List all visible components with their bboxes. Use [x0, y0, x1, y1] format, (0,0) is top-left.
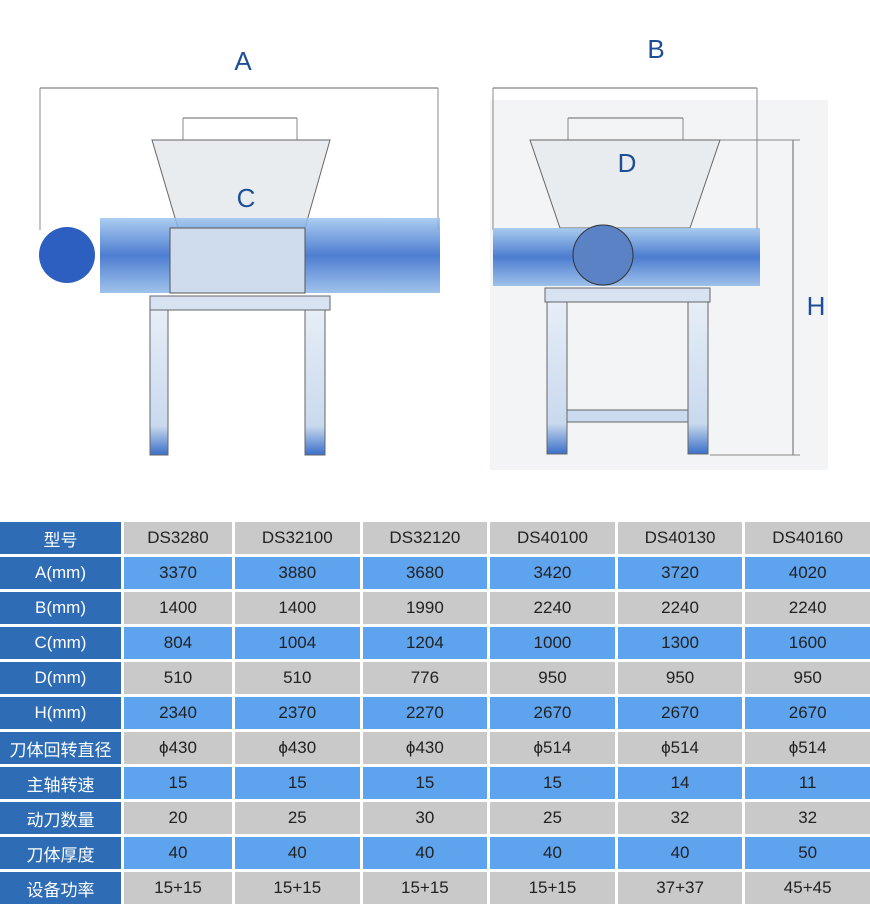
value-cell: 14: [617, 767, 743, 799]
value-cell: 50: [745, 837, 870, 869]
value-cell: 950: [745, 662, 870, 694]
value-cell: 25: [490, 802, 615, 834]
value-cell: ϕ430: [234, 732, 360, 764]
value-cell: 1400: [234, 592, 360, 624]
value-cell: 2670: [617, 697, 743, 729]
value-cell: 2340: [124, 697, 232, 729]
value-cell: 4020: [745, 557, 870, 589]
value-cell: 15: [490, 767, 615, 799]
table-header-row: 型号 DS3280 DS32100 DS32120 DS40100 DS4013…: [0, 522, 870, 554]
value-cell: 1000: [490, 627, 615, 659]
value-cell: 2270: [362, 697, 488, 729]
value-cell: 2240: [490, 592, 615, 624]
value-cell: 40: [362, 837, 488, 869]
value-cell: 45+45: [745, 872, 870, 904]
value-cell: ϕ430: [362, 732, 488, 764]
value-cell: 950: [617, 662, 743, 694]
row-label: 设备功率: [0, 872, 121, 904]
value-cell: 15+15: [490, 872, 615, 904]
value-cell: 776: [362, 662, 488, 694]
value-cell: 1990: [362, 592, 488, 624]
value-cell: 804: [124, 627, 232, 659]
model-cell: DS3280: [124, 522, 232, 554]
value-cell: 1300: [617, 627, 743, 659]
value-cell: 2670: [490, 697, 615, 729]
value-cell: 40: [234, 837, 360, 869]
value-cell: 15+15: [124, 872, 232, 904]
shredder-dimension-diagram: A C B D H: [39, 34, 828, 470]
dimension-label-h: H: [807, 291, 826, 321]
value-cell: 15: [234, 767, 360, 799]
value-cell: 1600: [745, 627, 870, 659]
value-cell: 30: [362, 802, 488, 834]
value-cell: ϕ514: [745, 732, 870, 764]
value-cell: 510: [234, 662, 360, 694]
model-cell: DS40130: [617, 522, 743, 554]
value-cell: ϕ514: [490, 732, 615, 764]
value-cell: 1400: [124, 592, 232, 624]
value-cell: 3420: [490, 557, 615, 589]
value-cell: 15: [124, 767, 232, 799]
row-label: A(mm): [0, 557, 121, 589]
value-cell: 2670: [745, 697, 870, 729]
model-cell: DS40100: [490, 522, 615, 554]
value-cell: 25: [234, 802, 360, 834]
value-cell: 3720: [617, 557, 743, 589]
front-view: A C: [39, 46, 440, 456]
value-cell: 2240: [745, 592, 870, 624]
value-cell: 1204: [362, 627, 488, 659]
value-cell: 15+15: [234, 872, 360, 904]
value-cell: 37+37: [617, 872, 743, 904]
row-label: 动刀数量: [0, 802, 121, 834]
model-cell: DS40160: [745, 522, 870, 554]
row-label: 主轴转速: [0, 767, 121, 799]
row-label: D(mm): [0, 662, 121, 694]
dimension-label-d: D: [618, 148, 637, 178]
row-label: H(mm): [0, 697, 121, 729]
dimension-label-a: A: [234, 46, 252, 76]
value-cell: 3370: [124, 557, 232, 589]
row-label: B(mm): [0, 592, 121, 624]
model-cell: DS32120: [362, 522, 488, 554]
value-cell: 32: [617, 802, 743, 834]
value-cell: 1004: [234, 627, 360, 659]
value-cell: 2370: [234, 697, 360, 729]
side-view: B D H: [490, 34, 828, 470]
value-cell: ϕ514: [617, 732, 743, 764]
value-cell: ϕ430: [124, 732, 232, 764]
value-cell: 3680: [362, 557, 488, 589]
value-cell: 15+15: [362, 872, 488, 904]
row-label: C(mm): [0, 627, 121, 659]
model-cell: DS32100: [234, 522, 360, 554]
spec-table: 型号 DS3280 DS32100 DS32120 DS40100 DS4013…: [0, 519, 870, 907]
value-cell: 40: [617, 837, 743, 869]
value-cell: 2240: [617, 592, 743, 624]
header-label: 型号: [0, 522, 121, 554]
value-cell: 40: [490, 837, 615, 869]
value-cell: 950: [490, 662, 615, 694]
value-cell: 40: [124, 837, 232, 869]
value-cell: 510: [124, 662, 232, 694]
value-cell: 11: [745, 767, 870, 799]
value-cell: 3880: [234, 557, 360, 589]
dimension-label-c: C: [237, 183, 256, 213]
row-label: 刀体厚度: [0, 837, 121, 869]
value-cell: 20: [124, 802, 232, 834]
row-label: 刀体回转直径: [0, 732, 121, 764]
dimension-label-b: B: [647, 34, 664, 64]
value-cell: 32: [745, 802, 870, 834]
value-cell: 15: [362, 767, 488, 799]
